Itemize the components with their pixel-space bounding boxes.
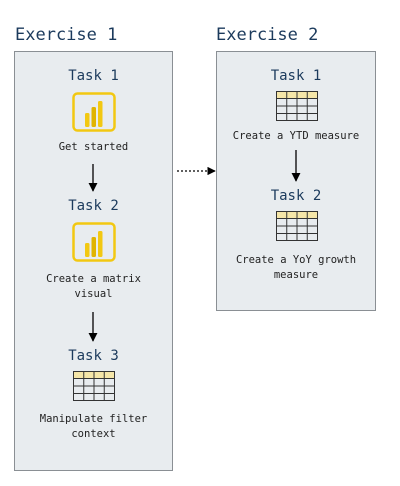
exercise-2-task-1-description: Create a YTD measure [232, 130, 360, 142]
exercise-2-task-2-description: Create a YoY growth measure [235, 254, 357, 281]
exercise-2-task-1-title: Task 1 [270, 68, 322, 84]
exercise-1-panel: Task 1 Get started Task 2 Create a matri… [14, 51, 173, 471]
table-icon [73, 371, 115, 401]
table-icon [276, 211, 318, 241]
exercise-1-task-1-title: Task 1 [68, 68, 119, 84]
powerbi-icon [72, 222, 116, 262]
powerbi-icon [72, 92, 116, 132]
exercise-2-title: Exercise 2 [216, 25, 319, 45]
exercise-2-task-2-title: Task 2 [270, 188, 322, 204]
exercise-1-title: Exercise 1 [15, 25, 118, 45]
exercise-1-task-3-description: Manipulate filter context [39, 413, 148, 440]
exercise-1-task-1-description: Get started [58, 141, 129, 153]
exercise-1-task-2-description: Create a matrix visual [46, 273, 141, 300]
exercise-1-task-3-title: Task 3 [68, 348, 119, 364]
exercise-1-task-2-title: Task 2 [68, 198, 119, 214]
table-icon [276, 91, 318, 121]
